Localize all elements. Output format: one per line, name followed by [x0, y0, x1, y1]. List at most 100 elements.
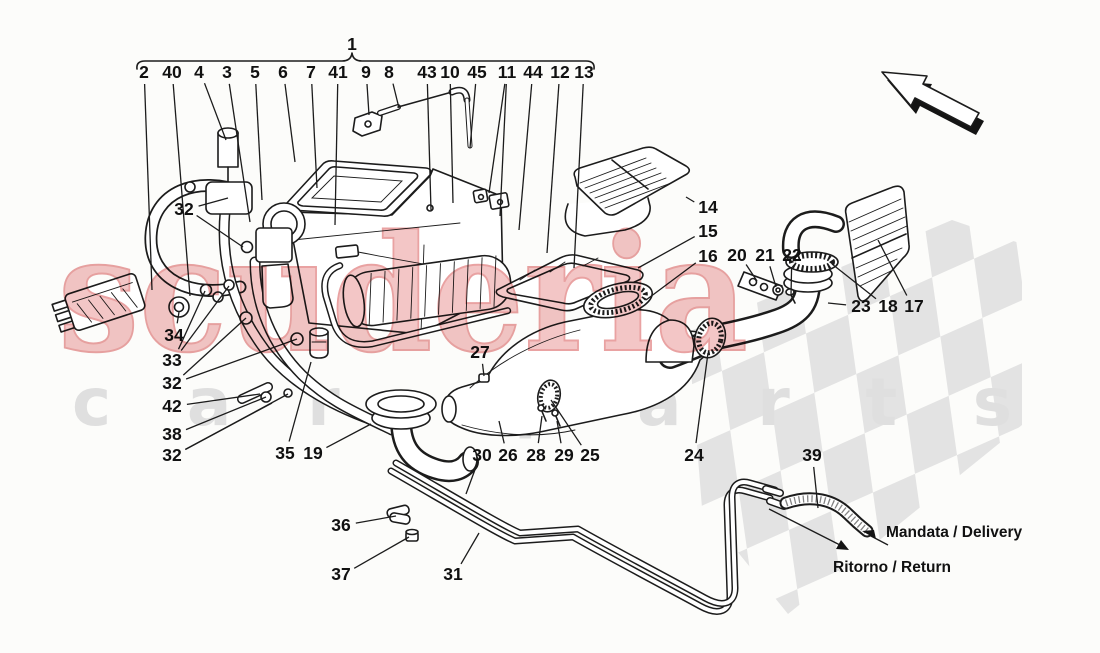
leader-line — [877, 239, 908, 296]
leader-line — [196, 214, 244, 248]
gasket-frame — [495, 254, 644, 312]
part-number-callout: 16 — [698, 246, 718, 266]
leader-line — [255, 83, 263, 201]
leader-line — [460, 532, 480, 565]
lower-elbow-pipe — [365, 389, 479, 483]
part-number-callout: 2 — [139, 62, 149, 82]
water-valve-assembly — [205, 127, 306, 309]
part-number-callout: 32 — [162, 445, 182, 465]
vent-grille-side — [844, 185, 910, 302]
part-number-callout: 32 — [162, 373, 182, 393]
part-number-callout: 34 — [164, 325, 184, 345]
part-number-callout: 17 — [904, 296, 923, 316]
heater-hose-loop — [144, 179, 253, 297]
part-number-callout: 15 — [698, 221, 718, 241]
leader-line — [645, 262, 697, 301]
leader-line — [488, 83, 506, 194]
delivery-arrowhead — [862, 530, 876, 539]
leader-line — [831, 263, 877, 300]
part-number-callout: 30 — [472, 445, 492, 465]
leader-line — [288, 361, 312, 442]
part-number-callout: 21 — [755, 245, 775, 265]
leader-line — [392, 83, 400, 109]
part-number-callout: 33 — [162, 350, 182, 370]
leader-line — [499, 83, 507, 217]
part-number-callout: 36 — [331, 515, 351, 535]
heater-lid-frame — [284, 160, 432, 217]
clamp-ring — [693, 317, 727, 359]
leader-line — [449, 83, 454, 204]
leader-line — [790, 266, 793, 296]
direction-arrow-icon — [881, 71, 984, 135]
leader-line — [311, 83, 318, 189]
assembly-bracket: 1 — [136, 34, 595, 70]
pipe-stub — [237, 382, 273, 404]
leader-line — [465, 465, 477, 495]
delivery-hose — [779, 492, 874, 538]
leader-line — [185, 338, 298, 380]
leader-line — [546, 83, 560, 254]
leader-line — [637, 236, 696, 269]
part-number-callout: 18 — [878, 296, 898, 316]
clamp-ring — [536, 379, 562, 413]
hose-clamps — [184, 181, 304, 403]
part-number-callout: 41 — [328, 62, 348, 82]
leader-line — [550, 399, 582, 446]
part-number-callout: 45 — [467, 62, 487, 82]
part-number-callout: 27 — [470, 342, 489, 362]
part-number-callout: 19 — [303, 443, 323, 463]
leader-line — [198, 197, 229, 207]
part-number-callout: 39 — [802, 445, 822, 465]
leader-line — [180, 285, 230, 351]
support-bracket — [737, 271, 796, 304]
vent-grille-top — [564, 146, 691, 237]
delivery-flow-label: Mandata / Delivery — [886, 524, 1022, 541]
part-number-callout: 10 — [440, 62, 460, 82]
assembly-number: 1 — [347, 34, 357, 54]
oval-seal — [583, 281, 653, 319]
leader-line — [203, 82, 227, 141]
leader-line — [284, 83, 296, 163]
leader-line — [745, 264, 758, 282]
part-number-callout: 28 — [526, 445, 546, 465]
part-number-callout: 29 — [554, 445, 574, 465]
part-number-callout: 3 — [222, 62, 232, 82]
part-number-callout: 42 — [162, 396, 182, 416]
part-number-callout: 43 — [417, 62, 437, 82]
leader-line — [813, 466, 819, 509]
part-number-callout: 26 — [498, 445, 518, 465]
exploded-parts-artwork — [51, 71, 984, 615]
leader-line — [556, 420, 562, 444]
leader-line — [172, 83, 191, 297]
part-number-callout: 20 — [727, 245, 747, 265]
leader-line — [326, 423, 372, 449]
part-number-callout: 40 — [162, 62, 182, 82]
part-number-callout: 44 — [523, 62, 543, 82]
heater-matrix — [321, 254, 512, 348]
part-number-callout: 11 — [498, 62, 517, 82]
part-number-callout: 9 — [361, 62, 371, 82]
leader-line — [537, 415, 543, 444]
part-number-callout: 7 — [306, 62, 316, 82]
part-number-callout: 32 — [174, 199, 194, 219]
part-number-callout: 31 — [443, 564, 463, 584]
brand-watermark-text: scuderia — [58, 200, 748, 388]
return-arrowhead — [836, 540, 849, 550]
part-number-callout: 25 — [580, 445, 600, 465]
part-number-callout: 23 — [851, 296, 871, 316]
leader-line — [182, 317, 247, 376]
sensor-fitting — [309, 327, 329, 359]
part-number-callout: 38 — [162, 424, 182, 444]
leader-line — [518, 83, 533, 231]
leader-line — [177, 290, 206, 350]
leader-line — [827, 302, 847, 306]
part-number-callout: 22 — [782, 245, 802, 265]
small-fasteners — [386, 373, 561, 542]
part-number-callout: 5 — [250, 62, 260, 82]
brand-watermark: scuderia — [57, 199, 749, 389]
leader-line — [469, 83, 477, 149]
return-flow-label: Ritorno / Return — [833, 559, 951, 576]
leader-line — [481, 363, 485, 377]
